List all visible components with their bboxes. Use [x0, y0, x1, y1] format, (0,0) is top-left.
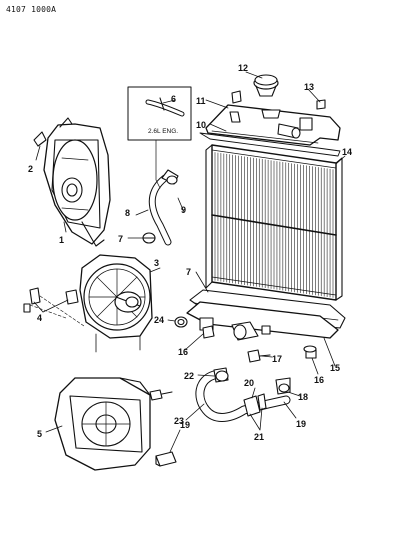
- callout-11: 11: [196, 96, 206, 106]
- clip-2: [33, 131, 47, 147]
- callout-16a: 16: [178, 347, 188, 357]
- callout-19a: 19: [180, 420, 190, 430]
- bracket-4: [23, 287, 85, 327]
- fan-shroud: [43, 117, 111, 247]
- lower-hose: [195, 367, 291, 422]
- hose-clamp-7: [142, 232, 156, 244]
- callout-24: 24: [154, 315, 164, 325]
- callout-15: 15: [330, 363, 340, 373]
- aux-shroud: [54, 377, 151, 471]
- callout-13: 13: [304, 82, 314, 92]
- callout-7a: 7: [118, 234, 123, 244]
- drain-plug-13: [231, 90, 326, 110]
- callout-7b: 7: [186, 267, 191, 277]
- callout-22: 22: [184, 371, 194, 381]
- fitting-16: [202, 325, 317, 359]
- upper-gasket: [199, 132, 341, 157]
- callouts: 2 1 3 4 5 7 8 9 10 11 12 13 14 7 15 16 1…: [28, 63, 352, 442]
- inset-note: 2.6L ENG.: [148, 128, 178, 135]
- callout-19b: 19: [296, 419, 306, 429]
- callout-23: 23: [174, 416, 184, 426]
- callout-17: 17: [272, 354, 282, 364]
- upper-tank: [205, 104, 341, 146]
- radiator-core: [205, 144, 343, 301]
- callout-2: 2: [28, 164, 33, 174]
- callout-3: 3: [154, 258, 159, 268]
- grommet-24: [174, 316, 188, 328]
- callout-16b: 16: [314, 375, 324, 385]
- callout-12: 12: [238, 63, 248, 73]
- inset-callout-6: 6: [171, 94, 176, 104]
- petcock-17: [247, 349, 271, 363]
- callout-8: 8: [125, 208, 130, 218]
- callout-10: 10: [196, 120, 206, 130]
- drawing-code: 4107 1000A: [6, 5, 57, 14]
- support-23: [155, 451, 177, 467]
- callout-20: 20: [244, 378, 254, 388]
- callout-14: 14: [342, 147, 352, 157]
- bolt: [149, 389, 173, 401]
- lower-tank: [186, 289, 346, 341]
- inset-box: [127, 86, 192, 189]
- callout-5: 5: [37, 429, 42, 439]
- radiator-cap: [253, 74, 279, 97]
- callout-1: 1: [59, 235, 64, 245]
- callout-4: 4: [37, 313, 42, 323]
- upper-hose: [148, 169, 179, 246]
- fan-assembly: [79, 254, 153, 353]
- callout-18: 18: [298, 392, 308, 402]
- leader-lines: [33, 71, 346, 453]
- callout-9: 9: [181, 205, 186, 215]
- callout-21: 21: [254, 432, 264, 442]
